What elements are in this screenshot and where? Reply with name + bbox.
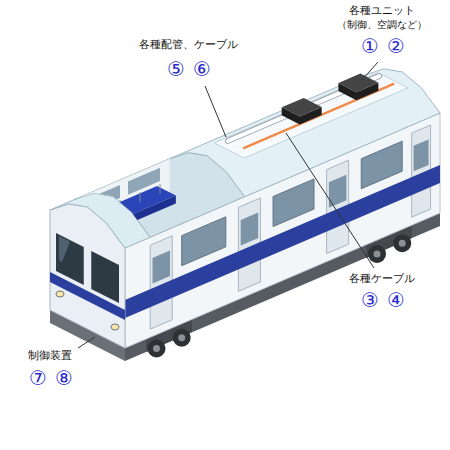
- wheel-hub: [399, 240, 406, 247]
- roof-tray: [214, 73, 408, 158]
- wheel: [148, 340, 166, 358]
- callout-number: ①: [361, 34, 379, 58]
- callout-number: ③: [361, 288, 379, 312]
- leader-line: [205, 86, 226, 137]
- callout-number: ②: [387, 34, 405, 58]
- roof: [170, 69, 440, 197]
- window-reflection: [59, 236, 70, 262]
- front-stripe: [50, 272, 125, 320]
- seat: [107, 196, 176, 234]
- wheel-hub: [153, 345, 160, 352]
- side-window: [361, 141, 402, 189]
- headlight: [56, 291, 64, 297]
- hand-strap: [160, 184, 161, 194]
- cable: [243, 84, 394, 149]
- side-window: [273, 179, 314, 227]
- callout-number: ⑤: [167, 57, 185, 81]
- callout-text: （制御、空調など）: [337, 19, 427, 31]
- door-window: [414, 139, 429, 171]
- roof-unit: [282, 98, 322, 117]
- wheel: [393, 234, 411, 252]
- callout-number: ④: [387, 288, 405, 312]
- wheel: [368, 245, 386, 263]
- callout-text: 各種ユニット: [349, 4, 415, 17]
- door-window: [241, 213, 259, 246]
- leader-line: [286, 133, 374, 268]
- door-window: [153, 251, 171, 284]
- callout-text: 各種配管、ケーブル: [139, 38, 238, 51]
- leader-line: [78, 337, 95, 348]
- callout-number: ⑦: [29, 366, 47, 390]
- headlight: [111, 324, 119, 330]
- interior-window: [92, 185, 120, 210]
- leader-line: [362, 62, 378, 80]
- callout-text: 制御装置: [28, 349, 72, 362]
- hand-strap: [120, 200, 121, 210]
- roof-unit: [338, 74, 378, 93]
- wheel-hub: [178, 334, 185, 341]
- callout-text: 各種ケーブル: [349, 272, 415, 285]
- callout-number: ⑥: [193, 57, 211, 81]
- interior-view: [75, 159, 176, 240]
- callout-number: ⑧: [55, 366, 73, 390]
- wheel: [173, 329, 191, 347]
- wheel-hub: [374, 251, 381, 258]
- side-window: [182, 217, 226, 266]
- hand-strap: [140, 192, 141, 202]
